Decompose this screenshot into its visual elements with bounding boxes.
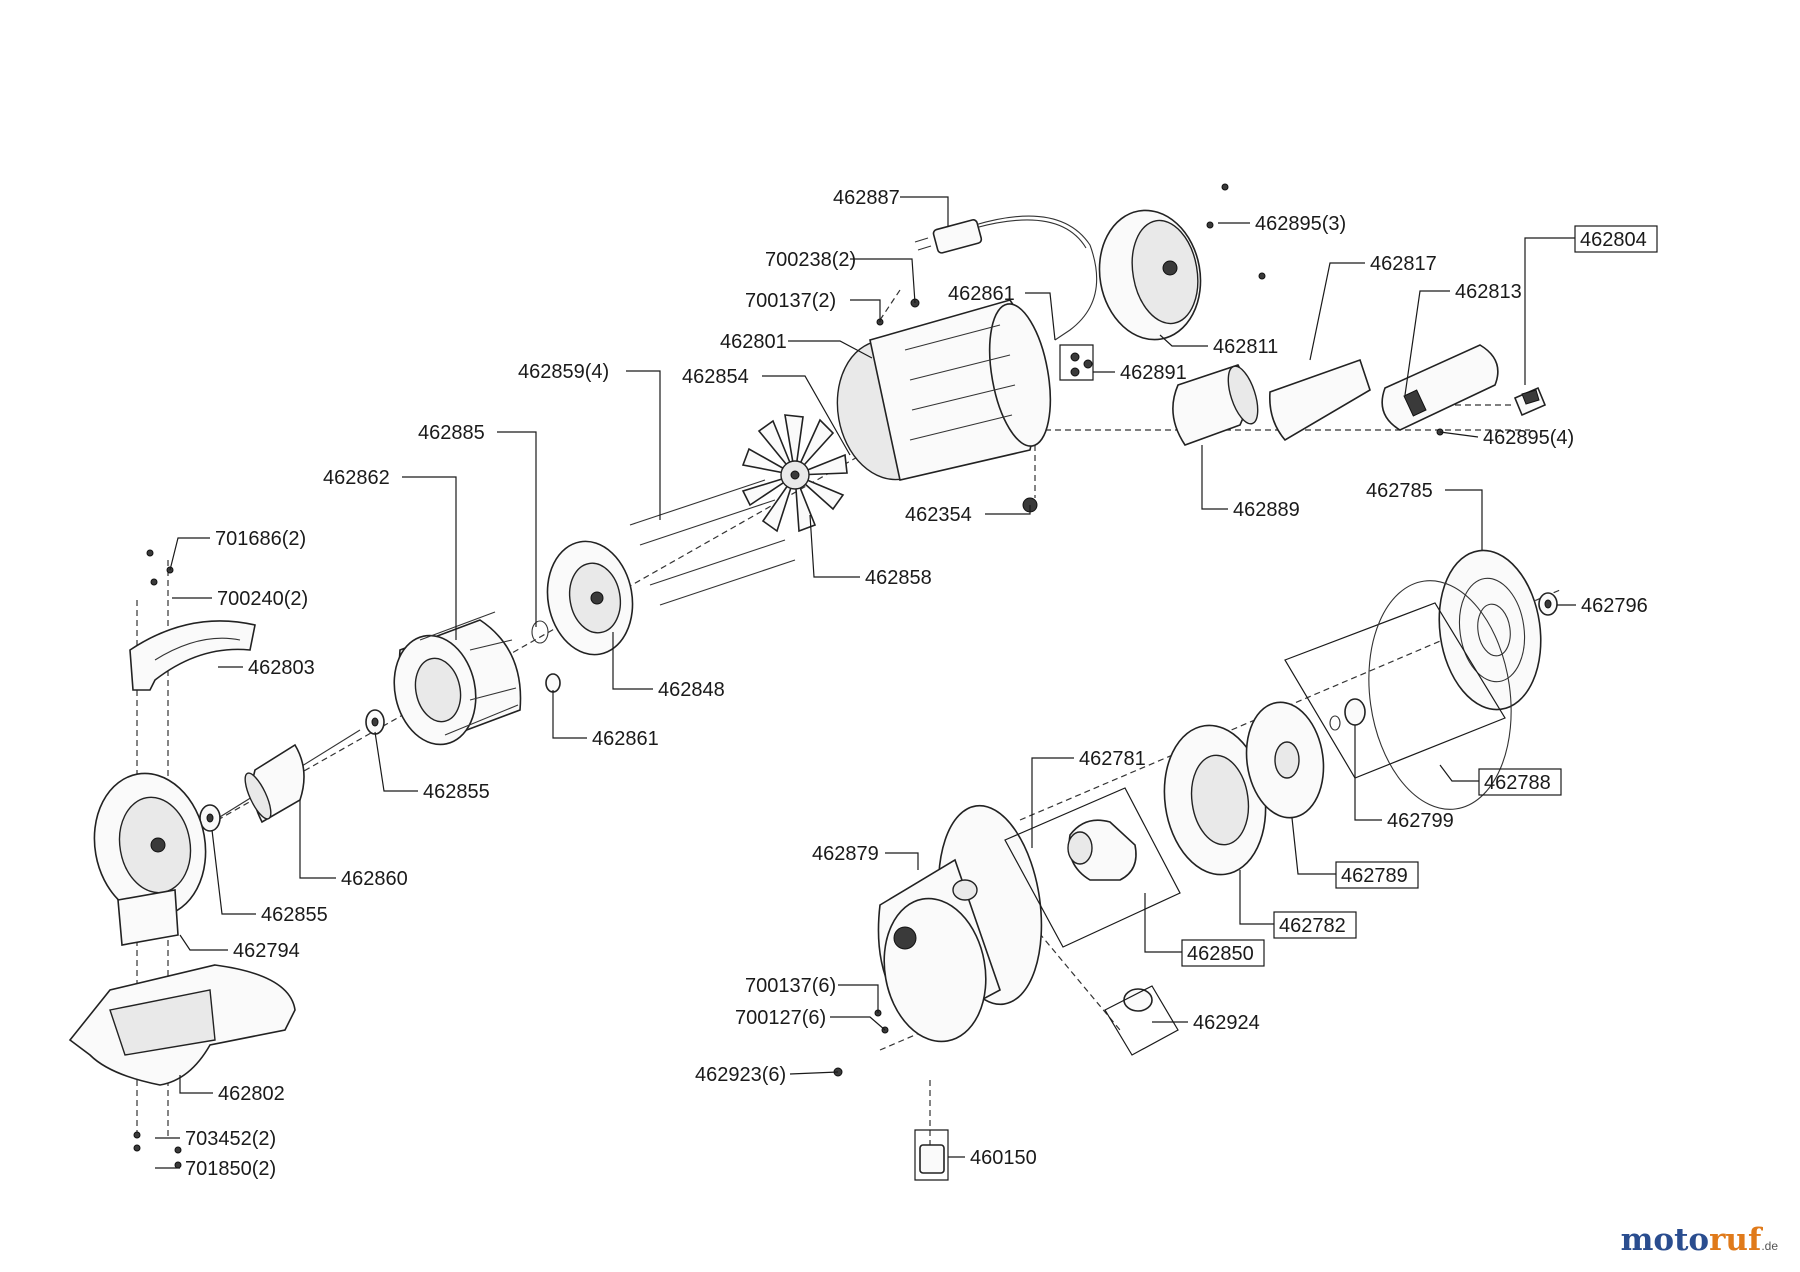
label-700137-2: 700137(2) bbox=[745, 290, 836, 312]
part-base bbox=[68, 964, 296, 1086]
label-462813: 462813 bbox=[1455, 281, 1522, 303]
part-impeller bbox=[1245, 701, 1325, 819]
label-462889: 462889 bbox=[1233, 499, 1300, 521]
part-power-cord bbox=[914, 215, 1098, 341]
label-462924: 462924 bbox=[1193, 1012, 1260, 1034]
label-703452-2: 703452(2) bbox=[185, 1128, 276, 1150]
label-462895-4: 462895(4) bbox=[1483, 427, 1574, 449]
label-462789: 462789 bbox=[1341, 865, 1408, 887]
part-rear-bearing-shield bbox=[546, 540, 634, 656]
part-switch-box bbox=[1381, 344, 1499, 431]
label-462796: 462796 bbox=[1581, 595, 1648, 617]
part-motor-housing bbox=[836, 299, 1052, 481]
label-700127-6: 700127(6) bbox=[735, 1007, 826, 1029]
label-460150: 460150 bbox=[970, 1147, 1037, 1169]
label-462817: 462817 bbox=[1370, 253, 1437, 275]
brand-logo: motoruf.de bbox=[1621, 1222, 1778, 1258]
kit-frames bbox=[914, 344, 1512, 1181]
label-462782: 462782 bbox=[1279, 915, 1346, 937]
brand-tld: .de bbox=[1761, 1239, 1778, 1253]
label-462785: 462785 bbox=[1366, 480, 1433, 502]
part-fan-cover bbox=[1098, 209, 1202, 341]
label-462861-mid: 462861 bbox=[592, 728, 659, 750]
label-462891: 462891 bbox=[1120, 362, 1187, 384]
label-462855-low: 462855 bbox=[261, 904, 328, 926]
label-462802: 462802 bbox=[218, 1083, 285, 1105]
label-462794: 462794 bbox=[233, 940, 300, 962]
label-boxes bbox=[1181, 225, 1658, 967]
part-front-bearing bbox=[199, 804, 221, 832]
part-switch bbox=[1513, 386, 1547, 417]
part-drain-plug bbox=[919, 1144, 945, 1174]
part-o-ring-small bbox=[531, 620, 549, 644]
label-462861-top: 462861 bbox=[948, 283, 1015, 305]
label-462879: 462879 bbox=[812, 843, 879, 865]
label-700238-2: 700238(2) bbox=[765, 249, 856, 271]
label-462895-3: 462895(3) bbox=[1255, 213, 1346, 235]
brand-name-b: ruf bbox=[1709, 1222, 1762, 1258]
label-462850: 462850 bbox=[1187, 943, 1254, 965]
label-700137-6: 700137(6) bbox=[745, 975, 836, 997]
part-labels: 462887 700238(2) 700137(2) 462801 462861… bbox=[185, 187, 1648, 1180]
label-462801: 462801 bbox=[720, 331, 787, 353]
fasteners bbox=[133, 183, 1444, 1169]
label-462862: 462862 bbox=[323, 467, 390, 489]
part-stator bbox=[393, 611, 522, 746]
part-washer-shaft bbox=[1538, 592, 1558, 616]
part-rotor bbox=[214, 729, 361, 824]
leader-lines bbox=[155, 196, 1576, 1169]
label-462811: 462811 bbox=[1213, 336, 1278, 358]
part-cover-plate bbox=[1268, 358, 1371, 442]
label-462803: 462803 bbox=[248, 657, 315, 679]
part-seal bbox=[1329, 698, 1366, 731]
part-front-shield bbox=[93, 772, 207, 946]
part-ejector bbox=[1067, 819, 1137, 881]
label-462354: 462354 bbox=[905, 504, 972, 526]
brand-name-a: moto bbox=[1620, 1222, 1710, 1258]
label-462858: 462858 bbox=[865, 567, 932, 589]
part-pump-housing bbox=[877, 804, 1043, 1043]
part-bearing-rotor bbox=[365, 709, 385, 735]
label-462788: 462788 bbox=[1484, 772, 1551, 794]
label-462855-mid: 462855 bbox=[423, 781, 490, 803]
part-capacitor bbox=[1172, 364, 1259, 446]
label-462799: 462799 bbox=[1387, 810, 1454, 832]
part-tie-rods bbox=[629, 479, 796, 606]
label-701850-2: 701850(2) bbox=[185, 1158, 276, 1180]
label-700240-2: 700240(2) bbox=[217, 588, 308, 610]
part-bearing-small bbox=[545, 673, 561, 693]
label-701686-2: 701686(2) bbox=[215, 528, 306, 550]
label-462923-6: 462923(6) bbox=[695, 1064, 786, 1086]
label-462804: 462804 bbox=[1580, 229, 1647, 251]
label-462885: 462885 bbox=[418, 422, 485, 444]
label-462860: 462860 bbox=[341, 868, 408, 890]
label-462781: 462781 bbox=[1079, 748, 1146, 770]
part-handle bbox=[129, 620, 256, 691]
label-462859-4: 462859(4) bbox=[518, 361, 609, 383]
part-fill-plug bbox=[1123, 988, 1153, 1012]
label-462854: 462854 bbox=[682, 366, 749, 388]
part-back-plate bbox=[1438, 549, 1542, 711]
part-diffuser bbox=[1163, 724, 1267, 876]
label-462887: 462887 bbox=[833, 187, 900, 209]
label-462848: 462848 bbox=[658, 679, 725, 701]
